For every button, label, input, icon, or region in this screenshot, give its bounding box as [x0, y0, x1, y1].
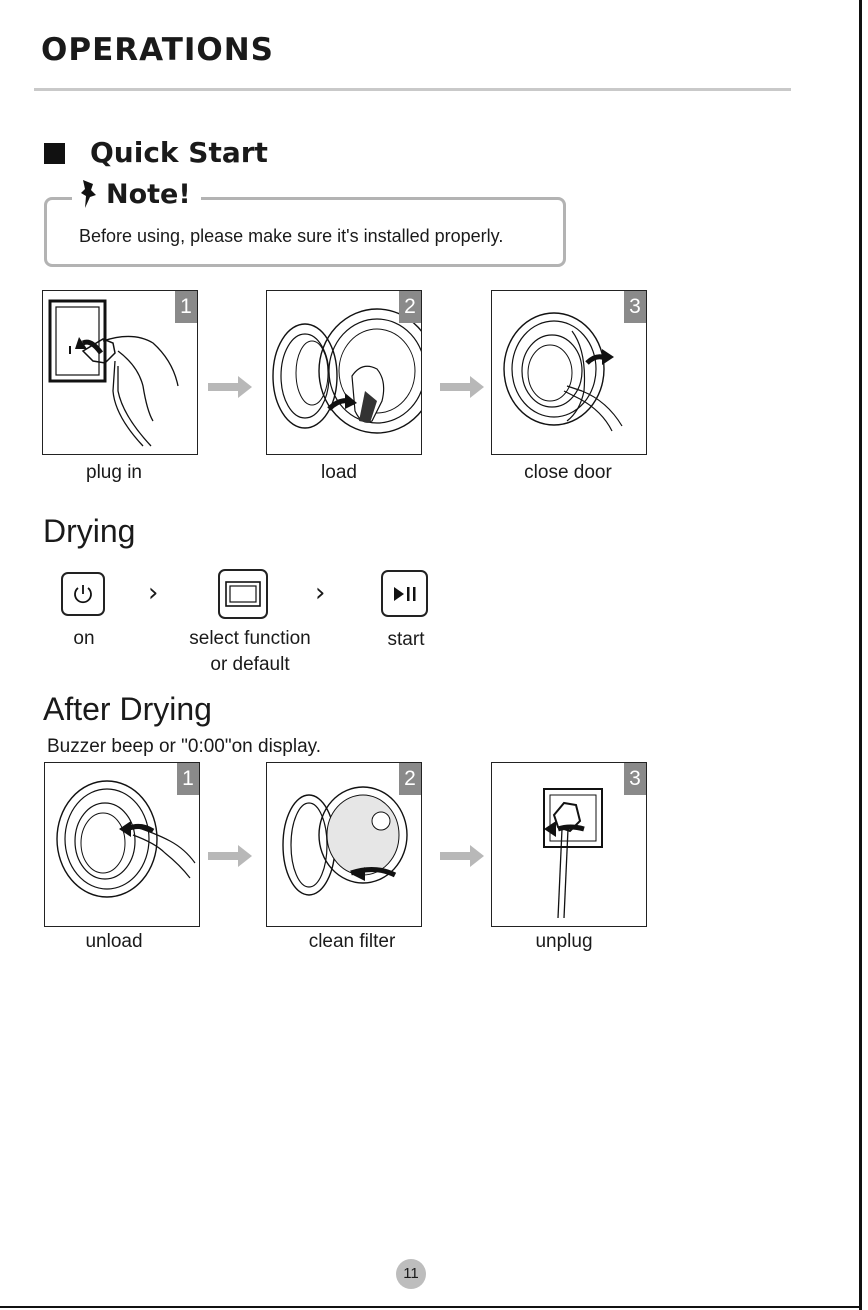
step-number-badge: 1 [177, 763, 199, 795]
step-caption: clean filter [274, 931, 430, 953]
step-caption: close door [490, 462, 646, 484]
after-drying-heading: After Drying [43, 691, 212, 728]
step-panel-close-door: 3 [491, 290, 647, 455]
page-number: 11 [396, 1259, 426, 1289]
page-title: OPERATIONS [41, 32, 274, 68]
drying-heading: Drying [43, 513, 135, 550]
power-icon [72, 583, 94, 605]
step-number-badge: 3 [624, 763, 646, 795]
title-divider [34, 88, 791, 91]
next-arrow-icon [440, 845, 484, 867]
pushpin-icon [78, 178, 100, 210]
quick-start-heading: Quick Start [90, 136, 268, 169]
next-arrow-icon [208, 845, 252, 867]
step-number-badge: 2 [399, 291, 421, 323]
play-pause-icon [392, 586, 418, 602]
chevron-right-icon: › [315, 578, 325, 608]
step-panel-plug-in: 1 [42, 290, 198, 455]
note-label: Note! [106, 179, 191, 210]
step-caption: unload [36, 931, 192, 953]
step-caption: plug in [36, 462, 192, 484]
step-panel-unload: 1 [44, 762, 200, 927]
step-number-badge: 1 [175, 291, 197, 323]
next-arrow-icon [208, 376, 252, 398]
note-header: Note! [72, 178, 201, 210]
step-number-badge: 3 [624, 291, 646, 323]
step-number-badge: 2 [399, 763, 421, 795]
chevron-right-icon: › [148, 578, 158, 608]
control-caption: select function or default [170, 626, 330, 678]
control-caption: start [376, 627, 436, 653]
step-panel-unplug: 3 [491, 762, 647, 927]
step-caption: unplug [486, 931, 642, 953]
start-pause-button [381, 570, 428, 617]
page-bottom-border [0, 1306, 862, 1308]
control-caption: on [54, 626, 114, 652]
function-select-button [218, 569, 268, 619]
step-panel-load: 2 [266, 290, 422, 455]
next-arrow-icon [440, 376, 484, 398]
control-caption-line: select function [170, 626, 330, 652]
page-right-border [859, 0, 862, 1310]
power-button [61, 572, 105, 616]
note-text: Before using, please make sure it's inst… [79, 226, 503, 247]
control-caption-line: or default [170, 652, 330, 678]
after-drying-subtext: Buzzer beep or "0:00"on display. [47, 736, 321, 758]
section-bullet-icon [44, 143, 65, 164]
step-panel-clean-filter: 2 [266, 762, 422, 927]
step-caption: load [261, 462, 417, 484]
display-icon [225, 581, 261, 607]
